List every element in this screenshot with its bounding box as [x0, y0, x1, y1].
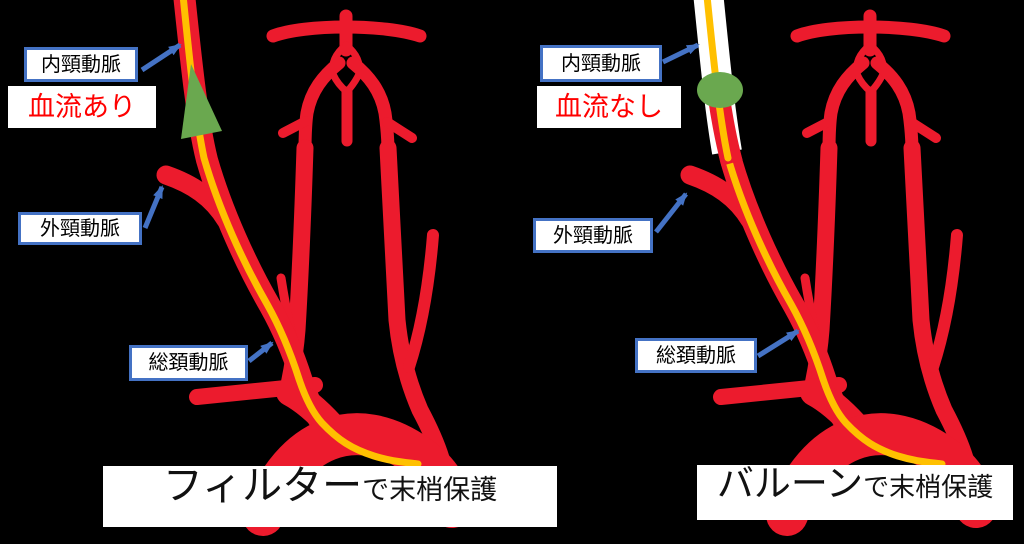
label-external-carotid-left: 外頸動脈	[18, 212, 142, 245]
arrow-cca-right	[756, 328, 800, 359]
vessel-tree-left	[166, 0, 452, 515]
caption-left-suffix: で末梢保護	[362, 475, 498, 505]
panel-left-graphics	[166, 0, 452, 515]
arrow-eca-left	[142, 185, 165, 229]
label-common-carotid-left: 総頚動脈	[129, 345, 248, 381]
label-common-carotid-right: 総頚動脈	[635, 338, 757, 373]
flow-status-left: 血流あり	[8, 86, 156, 128]
caption-right-suffix: で末梢保護	[863, 472, 994, 502]
caption-right-device: バルーン	[716, 463, 864, 504]
arrow-ica-left	[140, 42, 182, 73]
caption-left-device: フィルター	[162, 464, 363, 508]
caption-left: フィルターで末梢保護	[103, 466, 557, 527]
panel-right-graphics	[690, 0, 976, 515]
label-internal-carotid-right: 内頸動脈	[540, 45, 662, 82]
filter-device	[181, 64, 222, 139]
arrow-ica-right	[661, 42, 700, 65]
arrow-eca-right	[654, 192, 688, 234]
arrow-cca-left	[247, 341, 274, 363]
label-external-carotid-right: 外頸動脈	[533, 218, 653, 253]
caption-right: バルーンで末梢保護	[697, 465, 1013, 520]
flow-status-right: 血流なし	[537, 86, 681, 128]
balloon-device	[697, 72, 743, 108]
label-internal-carotid-left: 内頸動脈	[24, 47, 138, 82]
